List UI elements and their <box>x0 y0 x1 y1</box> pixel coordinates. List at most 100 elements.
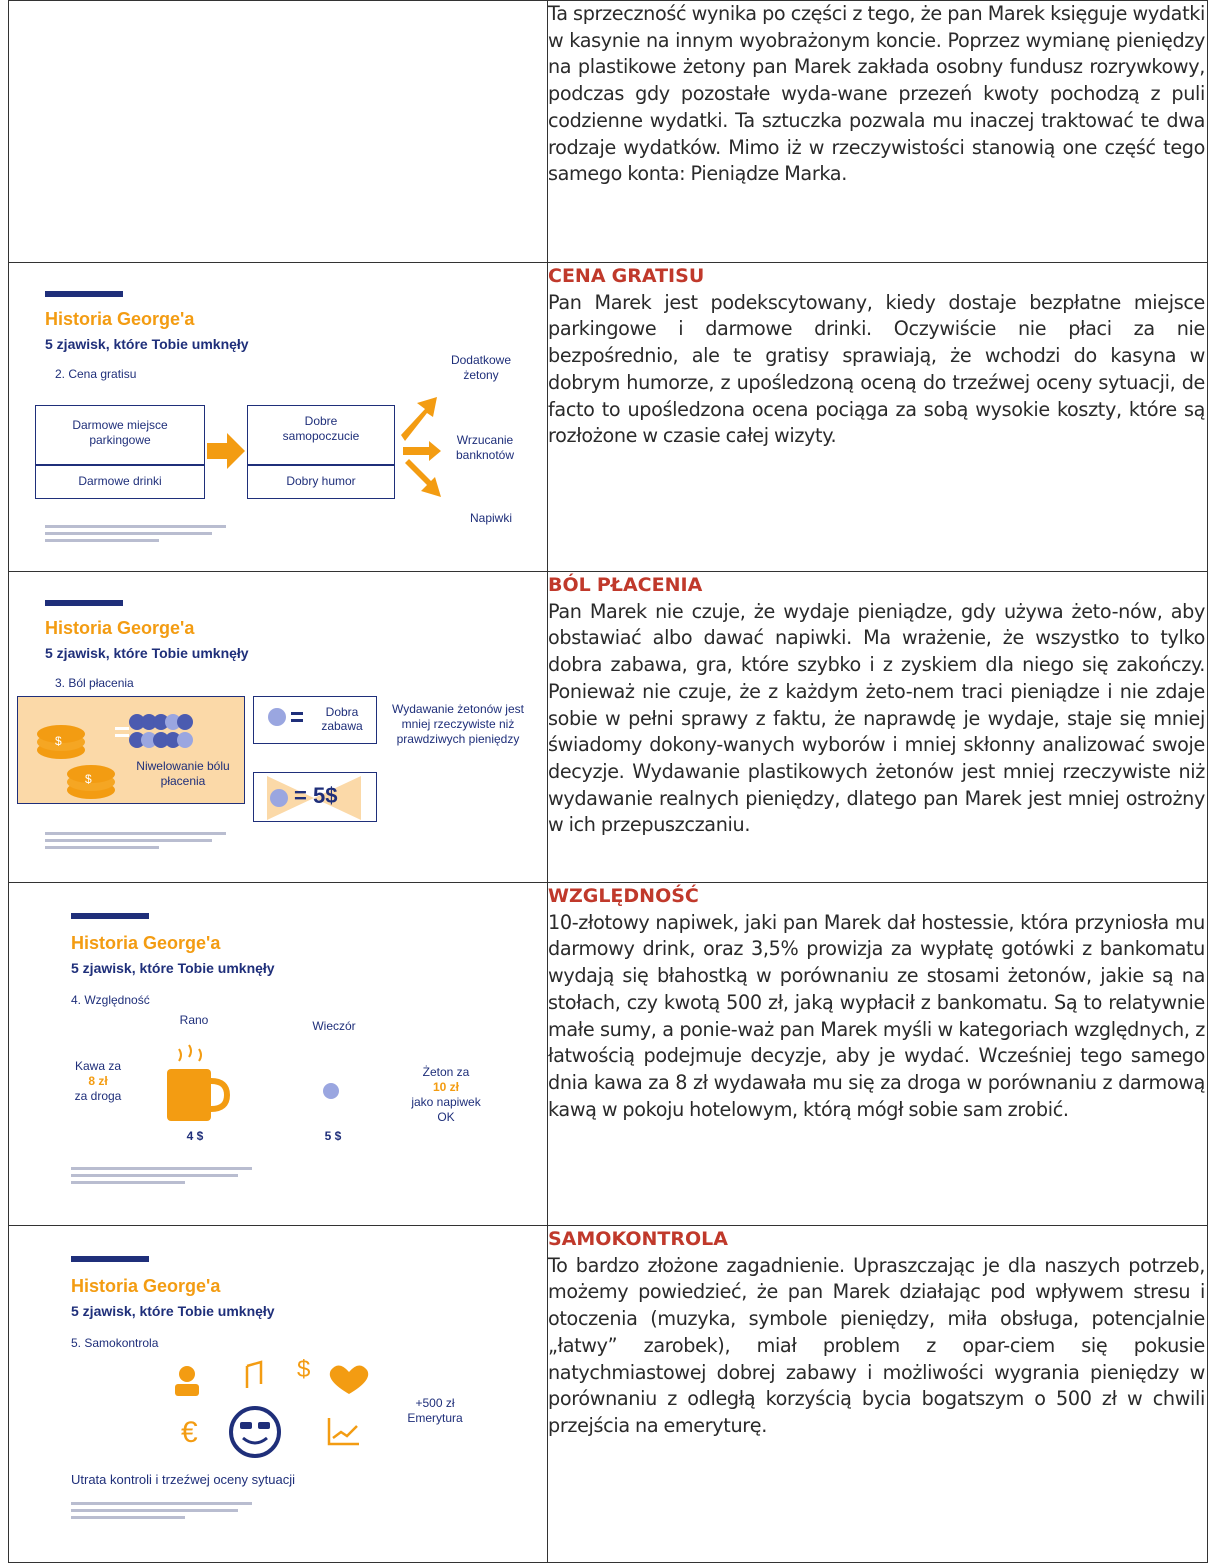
dollar-mark: $ <box>55 734 62 748</box>
section-heading: WZGLĘDNOŚĆ <box>548 885 699 907</box>
slide-source-note <box>45 525 235 547</box>
box-line: Darmowe miejsce parkingowe <box>72 418 168 447</box>
slide-section: 3. Ból płacenia <box>55 676 134 690</box>
label-line: Kawa za <box>74 1059 122 1073</box>
text-cell: WZGLĘDNOŚĆ 10-złotowy napiwek, jaki pan … <box>547 882 1208 1226</box>
dollar-mark: $ <box>85 772 92 786</box>
coin-stack-icon <box>37 725 115 799</box>
equals-icon <box>115 727 129 730</box>
box-line: Darmowe drinki <box>78 474 162 488</box>
paragraph-text: Ta sprzeczność wynika po części z tego, … <box>548 2 1205 186</box>
self-control-icons <box>175 1360 369 1458</box>
right-arrow-icon <box>403 441 441 461</box>
empty-slide-cell <box>8 0 548 263</box>
time-label: Wieczór <box>312 1019 356 1033</box>
slide-subtitle: 5 zjawisk, które Tobie umknęły <box>45 336 249 352</box>
up-right-arrow-icon <box>401 397 437 441</box>
box-label: Niwelowanie bólu płacenia <box>136 759 230 788</box>
chip-icon <box>323 1083 339 1099</box>
slide-subtitle: 5 zjawisk, które Tobie umknęły <box>71 1303 275 1319</box>
slide-cell: Historia George'a 5 zjawisk, które Tobie… <box>8 571 548 883</box>
free-items-box: Darmowe miejsce parkingowe Darmowe drink… <box>35 405 205 499</box>
label-amount: 8 zł <box>88 1074 108 1088</box>
pension-label: +500 zł Emerytura <box>407 1396 463 1425</box>
slide-cell: Historia George'a 5 zjawisk, które Tobie… <box>8 882 548 1226</box>
box-label: Dobra zabawa <box>321 705 363 733</box>
text-cell: CENA GRATISU Pan Marek jest podekscytowa… <box>547 262 1208 572</box>
price-label: 4 $ <box>186 1129 204 1143</box>
coffee-cup-icon <box>167 1044 231 1121</box>
smiley-sunglasses-icon <box>229 1406 281 1458</box>
box-divider <box>248 464 394 466</box>
slide-title: Historia George'a <box>45 618 195 638</box>
table-row: Historia George'a 5 zjawisk, które Tobie… <box>8 262 1208 572</box>
slide-accent-bar <box>45 291 123 297</box>
slide-source-note <box>71 1502 261 1524</box>
table-row: Ta sprzeczność wynika po części z tego, … <box>8 0 1208 263</box>
text-cell: Ta sprzeczność wynika po części z tego, … <box>547 0 1208 263</box>
person-icon <box>175 1366 199 1396</box>
text-cell: SAMOKONTROLA To bardzo złożone zagadnien… <box>547 1225 1208 1563</box>
output-label: Wrzucanie banknotów <box>455 433 515 462</box>
paragraph-text: To bardzo złożone zagadnienie. Upraszcza… <box>548 1253 1205 1437</box>
slide-source-note <box>71 1167 261 1189</box>
chip-icon <box>268 708 286 726</box>
crossed-bow-shape <box>267 776 361 820</box>
relativity-illustration <box>167 1044 339 1121</box>
table-row: Historia George'a 5 zjawisk, które Tobie… <box>8 1225 1208 1563</box>
price-label: 5 $ <box>324 1129 342 1143</box>
slide-wzglednosc: Historia George'a 5 zjawisk, które Tobie… <box>9 883 547 1225</box>
arrows-diagram <box>207 397 441 497</box>
box-line: Dobry humor <box>286 474 356 488</box>
output-label: Napiwki <box>469 511 512 525</box>
slide-title: Historia George'a <box>71 933 221 953</box>
section-heading: CENA GRATISU <box>548 265 705 287</box>
slide-subtitle: 5 zjawisk, które Tobie umknęły <box>45 645 249 661</box>
chips-illustration <box>37 708 361 820</box>
equals-icon <box>291 712 303 715</box>
chip-icon <box>270 789 288 807</box>
section-heading: SAMOKONTROLA <box>548 1228 728 1250</box>
slide-bol-placenia: Historia George'a 5 zjawisk, które Tobie… <box>9 572 547 882</box>
slide-subtitle: 5 zjawisk, które Tobie umknęły <box>71 960 275 976</box>
slide-title: Historia George'a <box>71 1276 221 1296</box>
box-line: Dobre samopoczucie <box>282 414 360 443</box>
paragraph-text: Pan Marek jest podekscytowany, kiedy dos… <box>548 290 1205 448</box>
slide-section: 2. Cena gratisu <box>55 367 137 381</box>
euro-icon: € <box>181 1416 198 1449</box>
slide-accent-bar <box>71 1256 149 1262</box>
time-label: Rano <box>179 1013 209 1027</box>
slide-section: 4. Względność <box>71 993 150 1007</box>
value-box: = 5$ <box>253 772 377 822</box>
coffee-price-label: Kawa za 8 zł za droga <box>63 1059 133 1104</box>
table-row: Historia George'a 5 zjawisk, które Tobie… <box>8 882 1208 1226</box>
slide-cell: Historia George'a 5 zjawisk, które Tobie… <box>8 262 548 572</box>
right-arrow-icon <box>207 433 245 469</box>
label-amount: 10 zł <box>432 1080 459 1094</box>
slide-title: Historia George'a <box>45 309 195 329</box>
box-divider <box>36 464 204 466</box>
paragraph-text: 10-złotowy napiwek, jaki pan Marek dał h… <box>548 910 1205 1121</box>
heart-icon <box>329 1365 369 1394</box>
slide-samokontrola: Historia George'a 5 zjawisk, które Tobie… <box>9 1226 547 1562</box>
chips-icon <box>129 714 193 748</box>
mood-box: Dobre samopoczucie Dobry humor <box>247 405 395 499</box>
chip-price-label: Żeton za 10 zł jako napiwek OK <box>401 1065 491 1125</box>
table-row: Historia George'a 5 zjawisk, które Tobie… <box>8 571 1208 883</box>
down-right-arrow-icon <box>405 459 441 497</box>
section-heading: BÓL PŁACENIA <box>548 574 703 596</box>
value-label: = 5$ <box>294 783 338 808</box>
slide-accent-bar <box>71 913 149 919</box>
label-line: za droga <box>74 1089 122 1103</box>
slide-source-note <box>45 832 235 854</box>
chart-up-icon <box>327 1418 359 1446</box>
label-line: jako napiwek OK <box>411 1095 481 1124</box>
text-cell: BÓL PŁACENIA Pan Marek nie czuje, że wyd… <box>547 571 1208 883</box>
label-line: Żeton za <box>422 1065 470 1079</box>
slide-section: 5. Samokontrola <box>71 1336 159 1350</box>
fun-box: Dobra zabawa <box>253 696 377 744</box>
conclusion-label: Wydawanie żetonów jest mniej rzeczywiste… <box>392 702 524 746</box>
slide-accent-bar <box>45 600 123 606</box>
slide-cena-gratisu: Historia George'a 5 zjawisk, które Tobie… <box>9 263 547 571</box>
document-table: Ta sprzeczność wynika po części z tego, … <box>8 0 1208 1563</box>
